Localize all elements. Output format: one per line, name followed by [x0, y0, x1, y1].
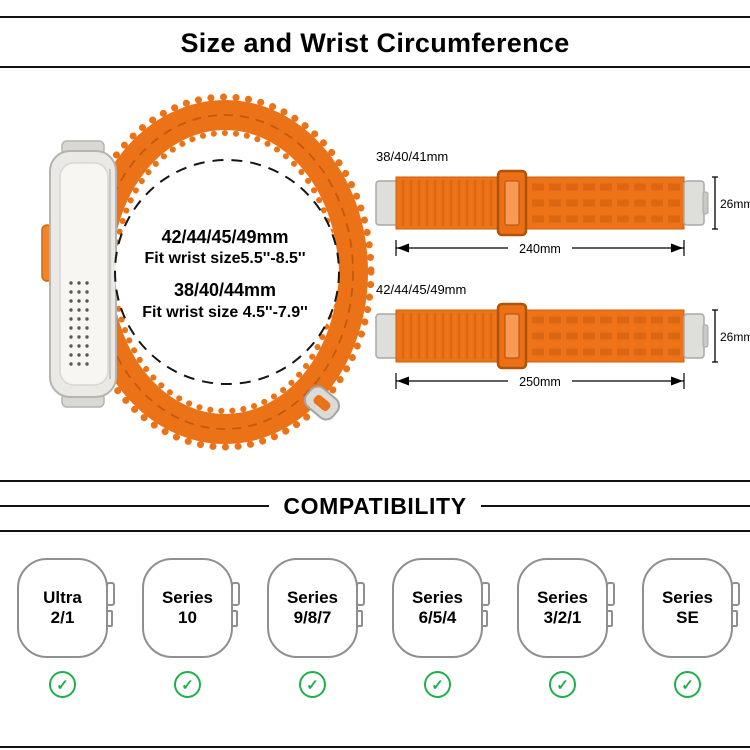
side-button-icon	[356, 610, 363, 627]
page-title: Size and Wrist Circumference	[180, 28, 570, 58]
crown-icon	[606, 582, 615, 606]
size-info-circle	[114, 159, 340, 385]
compatibility-line-left	[0, 505, 270, 507]
compatibility-title: COMPATIBILITY	[283, 492, 467, 519]
compatibility-divider-top	[0, 480, 750, 482]
check-icon: ✓	[549, 671, 576, 698]
band-diagram-large: 42/44/45/49mm 26mm 250mm	[375, 282, 750, 390]
band-diagrams-svg: 38/40/41mm 26mm 240mm 42/44/45/49mm	[375, 149, 750, 390]
side-button-icon	[606, 610, 613, 627]
size-range-1: 42/44/45/49mm	[161, 227, 289, 247]
band-width-label: 26mm	[720, 330, 750, 344]
model-label: Series 3/2/1	[536, 587, 589, 627]
size-info-text: 42/44/45/49mm Fit wrist size5.5''-8.5'' …	[115, 226, 335, 323]
band-length-label: 250mm	[519, 375, 561, 389]
size-range-2: 38/40/44mm	[173, 280, 277, 301]
band-width-label: 26mm	[720, 197, 750, 211]
check-icon: ✓	[299, 671, 326, 698]
check-icon: ✓	[174, 671, 201, 698]
crown-icon	[106, 582, 115, 606]
band-adapter-left	[375, 313, 399, 359]
side-button-icon	[231, 610, 238, 627]
band-diagrams: 38/40/41mm 26mm 240mm 42/44/45/49mm	[370, 140, 750, 402]
crown-icon	[356, 582, 365, 606]
check-icon: ✓	[674, 671, 701, 698]
band-size-label: 38/40/41mm	[376, 149, 448, 164]
band-adapter-right	[683, 313, 705, 359]
compatibility-header: COMPATIBILITY	[0, 492, 750, 520]
compat-series-10: Series 10 ✓	[125, 558, 250, 698]
side-button-icon	[481, 610, 488, 627]
compatibility-divider-bottom	[0, 530, 750, 532]
crown-icon	[481, 582, 490, 606]
speaker-grille-icon	[69, 281, 89, 366]
page-bottom-divider	[0, 746, 750, 748]
band-keeper	[303, 385, 341, 421]
watch-outline-icon: Series 10	[142, 558, 240, 658]
model-label: Series 9/8/7	[286, 587, 339, 627]
watch-band-illustration	[30, 85, 375, 480]
fit-range-2: Fit wrist size 4.5''-7.9''	[142, 303, 308, 321]
check-icon: ✓	[424, 671, 451, 698]
band-length-label: 240mm	[519, 242, 561, 256]
watch-outline-icon: Series 6/5/4	[392, 558, 490, 658]
side-button-icon	[731, 610, 738, 627]
model-label: Series SE	[661, 587, 714, 627]
model-label: Series 10	[161, 587, 214, 627]
band-adapter-right	[683, 180, 705, 226]
watch-outline-icon: Series SE	[642, 558, 740, 658]
crown-icon	[731, 582, 740, 606]
band-adapter-left	[375, 180, 399, 226]
watch-outline-icon: Series 9/8/7	[267, 558, 365, 658]
check-icon: ✓	[49, 671, 76, 698]
watch-case	[41, 140, 117, 408]
fit-range-1: Fit wrist size5.5''-8.5''	[144, 250, 306, 268]
compat-series-3-2-1: Series 3/2/1 ✓	[500, 558, 625, 698]
title-divider-bottom	[0, 66, 750, 68]
watch-loop-svg	[41, 93, 375, 451]
band-size-label: 42/44/45/49mm	[376, 282, 466, 297]
watch-outline-icon: Series 3/2/1	[517, 558, 615, 658]
compat-series-6-5-4: Series 6/5/4 ✓	[375, 558, 500, 698]
title-divider-top	[0, 16, 750, 18]
model-label: Ultra 2/1	[43, 587, 82, 627]
band-diagram-small: 38/40/41mm 26mm 240mm	[375, 149, 750, 257]
compat-series-9-8-7: Series 9/8/7 ✓	[250, 558, 375, 698]
compatibility-line-right	[480, 505, 750, 507]
compat-series-se: Series SE ✓	[625, 558, 750, 698]
watch-outline-icon: Ultra 2/1	[17, 558, 115, 658]
side-button-icon	[106, 610, 113, 627]
crown-icon	[231, 582, 240, 606]
model-label: Series 6/5/4	[411, 587, 464, 627]
compat-ultra: Ultra 2/1 ✓	[0, 558, 125, 698]
compatibility-models: Ultra 2/1 ✓ Series 10 ✓ Se	[0, 558, 750, 698]
